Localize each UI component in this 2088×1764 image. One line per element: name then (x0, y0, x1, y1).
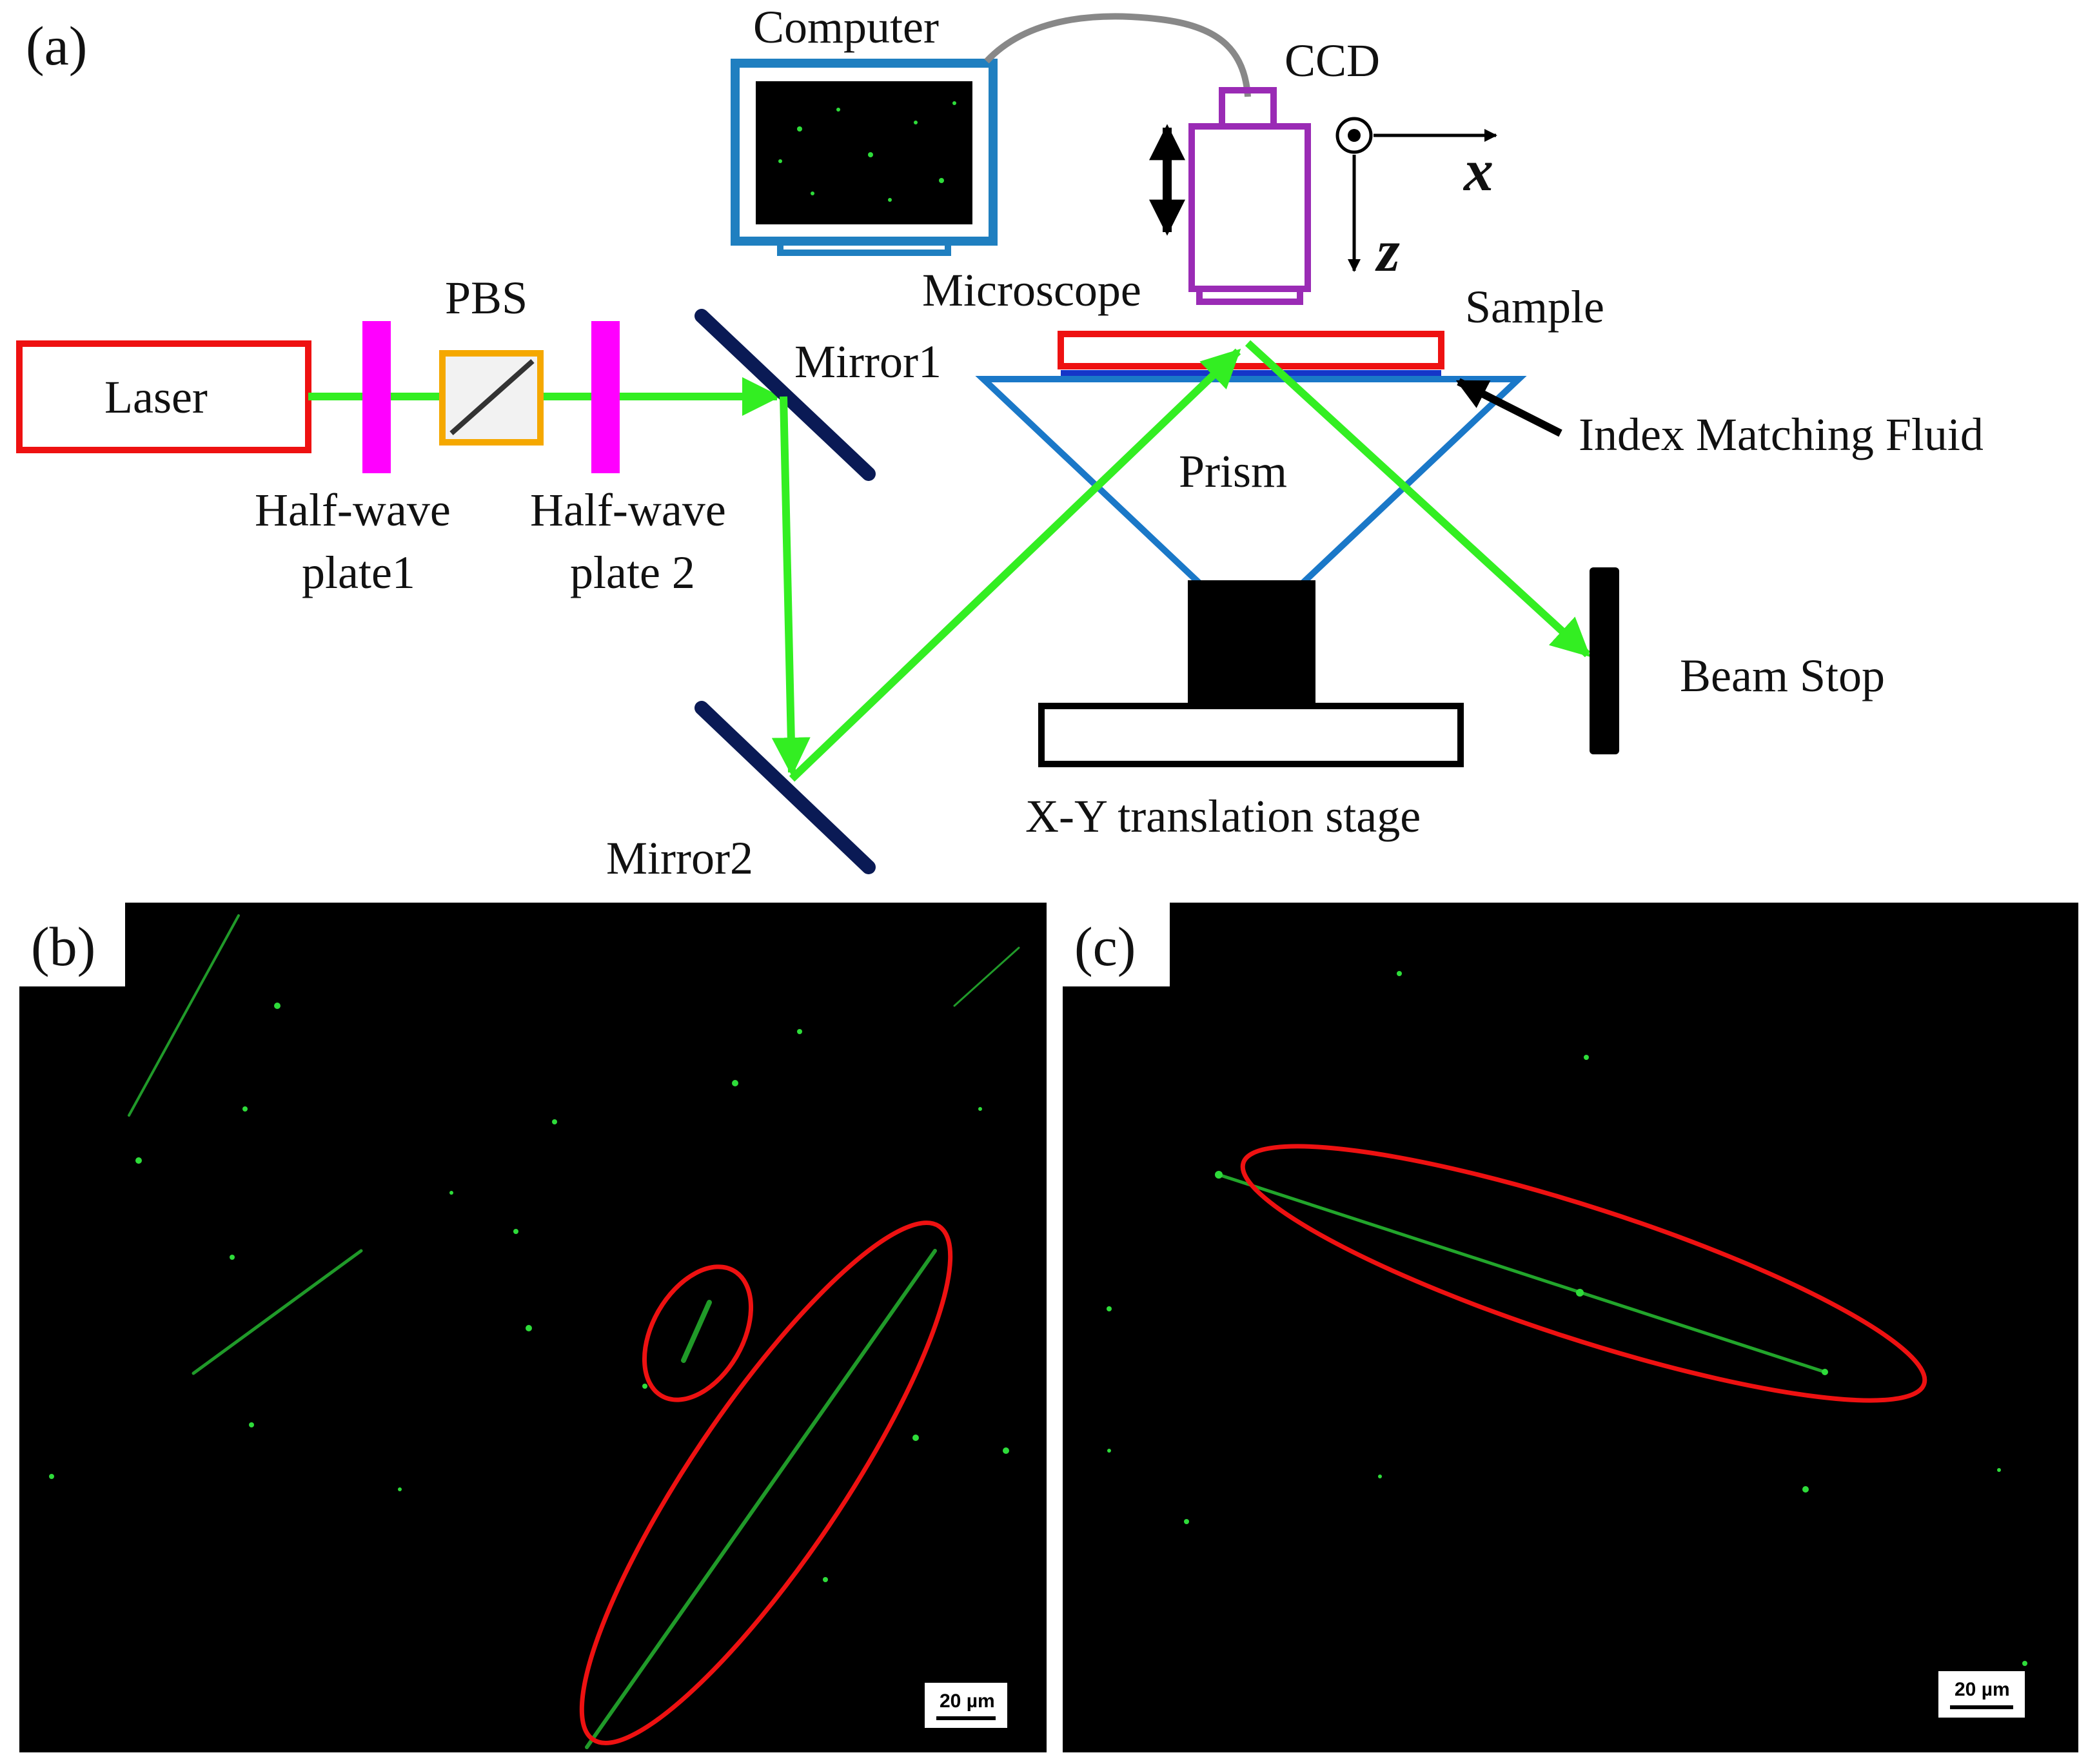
ccd-label: CCD (1285, 35, 1380, 86)
pbs-cube (439, 350, 544, 446)
half-wave-plate-1 (362, 321, 391, 473)
monitor-spots (778, 101, 956, 202)
beam-4 (1245, 340, 1591, 658)
prism-label: Prism (1179, 446, 1287, 497)
half-wave-plate-2 (591, 321, 620, 473)
filaments-c (1217, 1173, 1827, 1374)
panel-a-label: (a) (26, 15, 87, 77)
microscope (1188, 87, 1311, 305)
mirror1-label: Mirror1 (794, 336, 941, 387)
prism (975, 376, 1527, 636)
highlight-ellipse-c (1240, 1144, 1927, 1403)
microscope-label: Microscope (922, 264, 1141, 316)
scale-bar-b (925, 1683, 1007, 1728)
index-fluid-label: Index Matching Fluid (1579, 409, 1984, 460)
sample-label: Sample (1465, 281, 1604, 333)
spots-b (49, 1003, 1009, 1582)
stage-label: X-Y translation stage (1025, 790, 1421, 842)
computer-monitor (731, 59, 998, 256)
spots-c (1107, 971, 2027, 1666)
highlight-ellipse-b-large (579, 1220, 953, 1745)
index-fluid-pointer (1455, 378, 1562, 437)
data-cable (984, 13, 1251, 97)
beam-3 (789, 348, 1241, 782)
hwp1-label-line2: plate1 (302, 547, 415, 598)
scale-bar-c-label: 20 µm (1955, 1679, 2010, 1700)
mirror2-label: Mirror2 (606, 832, 753, 884)
scale-bar-b-label: 20 µm (940, 1690, 995, 1712)
filaments-b (128, 914, 1020, 1749)
panel-b-label-box (19, 903, 125, 986)
scale-bar-c (1938, 1671, 2025, 1718)
panel-c-label-box (1063, 903, 1170, 986)
panel-c-label: (c) (1074, 916, 1136, 977)
hwp1-label-line1: Half-wave (255, 484, 451, 536)
axis-z-label: z (1375, 218, 1400, 284)
beam-stop (1590, 567, 1619, 754)
hwp2-label-line1: Half-wave (530, 484, 726, 536)
highlight-ellipse-b-small (642, 1264, 754, 1402)
panel-b-label: (b) (31, 916, 95, 977)
hwp2-label-line2: plate 2 (570, 547, 695, 598)
translation-stage (1038, 703, 1464, 767)
beam-stop-label: Beam Stop (1680, 650, 1885, 701)
computer-label: Computer (753, 1, 939, 53)
micrograph-b (19, 903, 1047, 1752)
axis-x-label: x (1463, 137, 1493, 203)
mirror-1 (694, 309, 876, 481)
micrograph-c (1063, 903, 2078, 1752)
axis-indicator (1335, 117, 1497, 272)
pbs-label: PBS (445, 272, 527, 324)
panel-b: (b) 20 µm (19, 903, 1047, 1752)
beam-2 (771, 396, 811, 776)
laser-label: Laser (104, 371, 208, 423)
sample-slide (1058, 331, 1444, 369)
panel-c: (c) 20 µm (1063, 903, 2078, 1752)
mirror-2 (694, 701, 876, 874)
panel-a: (a) Computer CCD Microscope (16, 1, 1984, 884)
prism-mount (1188, 580, 1315, 704)
